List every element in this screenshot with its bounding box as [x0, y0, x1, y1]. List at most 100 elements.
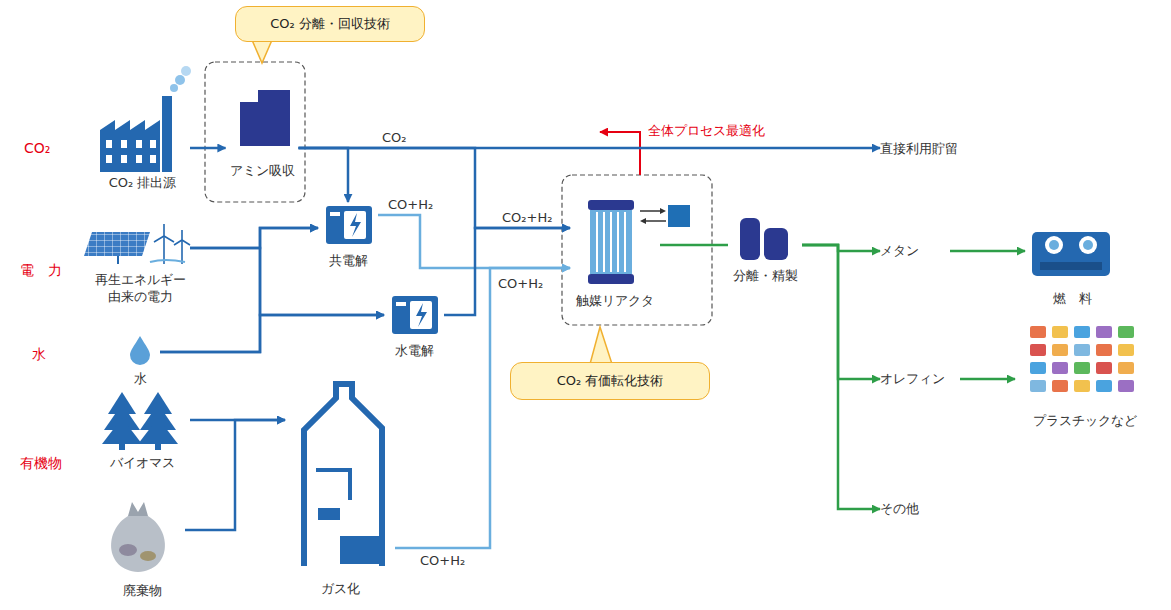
category-label: 電 力 — [20, 262, 62, 279]
flow-connector — [660, 244, 728, 247]
illustration-part — [106, 155, 112, 163]
illustration-part — [764, 228, 788, 260]
illustration-part — [1118, 344, 1134, 356]
category-label: 水 — [32, 346, 46, 363]
illustration-part — [1030, 380, 1046, 392]
flow-connector — [395, 268, 570, 548]
illustration-part — [1083, 240, 1093, 250]
flow-label: CO+H₂ — [386, 197, 435, 213]
electrolyser-icon — [392, 296, 438, 334]
node-text: 燃 料 — [1053, 291, 1092, 308]
illustration-part — [154, 224, 190, 264]
separation-unit: 分離・精製 — [728, 215, 802, 285]
illustration-part — [1074, 326, 1090, 338]
node-text: 直接利用貯留 — [880, 141, 958, 158]
illustration-part — [1045, 236, 1063, 254]
illustration-part — [1030, 344, 1046, 356]
gasifier: ガス化 — [285, 376, 395, 598]
illustration-part — [162, 96, 172, 172]
output-item: メタン — [880, 240, 950, 262]
illustration-part — [330, 212, 340, 216]
illustration-part — [150, 260, 185, 262]
fuel-icon — [1032, 232, 1110, 276]
illustration-part — [1052, 362, 1068, 374]
illustration-part — [410, 301, 432, 329]
node-text: アミン吸収 — [230, 163, 295, 180]
flow-label: CO+H₂ — [498, 276, 543, 292]
flow-label: CO₂ — [380, 130, 409, 146]
illustration-part — [111, 516, 165, 572]
category-label: 有機物 — [20, 455, 62, 472]
flow-connector — [802, 245, 880, 509]
node-text: その他 — [880, 501, 919, 518]
node-text: 水 — [134, 371, 147, 388]
optimization-label: 全体プロセス最適化 — [648, 123, 765, 139]
reactor-icon — [588, 200, 690, 284]
output-item: オレフィン — [880, 368, 960, 390]
illustration-part — [136, 140, 142, 148]
node-text: オレフィン — [880, 371, 945, 388]
node-text: 触媒リアクタ — [576, 293, 654, 310]
illustration-part — [150, 155, 156, 163]
illustration-part — [1052, 380, 1068, 392]
illustration-part — [344, 211, 366, 239]
illustration-part — [1032, 232, 1110, 276]
illustration-part — [1030, 362, 1046, 374]
illustration-part — [640, 218, 646, 224]
illustration-part — [416, 303, 427, 327]
gasifier-icon — [304, 384, 382, 566]
biomass-icon — [102, 392, 178, 450]
water-drop-icon — [130, 336, 150, 365]
node-text: 再生エネルギー 由来の電力 — [90, 272, 190, 306]
illustration-part — [668, 205, 690, 227]
illustration-part — [106, 140, 112, 148]
flow-connector — [444, 228, 570, 315]
fuel-product: 燃 料 — [1025, 222, 1120, 308]
illustration-part — [136, 155, 142, 163]
illustration-part — [154, 224, 174, 242]
node-text: CO₂ 分離・回収技術 — [270, 16, 390, 33]
water-electrolysis: 水電解 — [384, 292, 444, 360]
illustration-part — [102, 418, 142, 444]
illustration-part — [588, 200, 634, 210]
illustration-part — [150, 140, 156, 148]
illustration-part — [350, 213, 361, 237]
node-text: CO₂ 排出源 — [109, 175, 177, 192]
illustration-part — [1096, 380, 1112, 392]
biomass-source: バイオマス — [95, 392, 190, 472]
catalytic-reactor: 触媒リアクタ — [570, 198, 660, 310]
illustration-part — [1079, 236, 1097, 254]
plastics-icons — [1030, 326, 1134, 392]
node-text: 水電解 — [395, 343, 434, 360]
illustration-part — [1074, 380, 1090, 392]
illustration-part — [140, 551, 156, 561]
category-label: CO₂ — [24, 140, 50, 157]
illustration-part — [128, 502, 148, 516]
flow-label: CO₂+H₂ — [500, 210, 554, 226]
absorber-icon — [240, 90, 290, 146]
illustration-part — [1030, 326, 1046, 338]
output-item: その他 — [880, 498, 940, 520]
output-item: 直接利用貯留 — [880, 138, 990, 160]
gasifier-part — [340, 536, 380, 564]
flow-connector — [160, 315, 384, 352]
illustration-part — [1096, 362, 1112, 374]
amine-absorber: アミン吸収 — [226, 86, 299, 180]
callout-tail — [252, 40, 272, 63]
illustration-part — [740, 218, 760, 260]
illustration-part — [1052, 344, 1068, 356]
illustration-part — [155, 444, 161, 450]
illustration-part — [84, 232, 150, 256]
gasifier-part — [318, 508, 340, 520]
flow-connector — [299, 148, 349, 202]
illustration-part — [100, 120, 160, 172]
factory-icon — [100, 66, 191, 172]
waste-source: 廃棄物 — [100, 496, 185, 600]
flow-connector — [190, 248, 384, 315]
illustration-part — [644, 220, 666, 222]
node-text: プラスチックなど — [1033, 413, 1137, 430]
flow-connector — [299, 148, 571, 228]
illustration-part — [304, 384, 382, 566]
illustration-part — [1118, 380, 1134, 392]
